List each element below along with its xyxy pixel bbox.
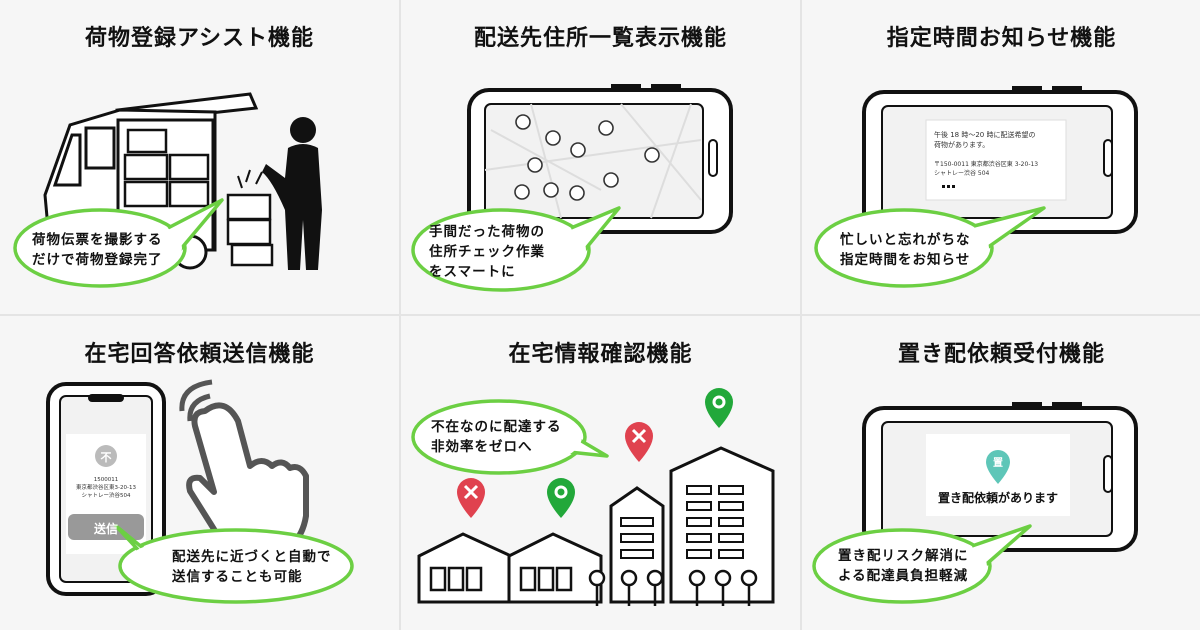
houses-buildings-illustration	[411, 388, 775, 606]
speech-bubble-text: 不在なのに配達する 非効率をゼロへ	[431, 419, 562, 455]
panel-title: 置き配依頼受付機能	[897, 342, 1105, 367]
panel-leave-at-door: 置き配依頼受付機能 置 置き配依頼があります 置き配リスク解消に よる配達員負担…	[802, 316, 1200, 630]
panel-title: 指定時間お知らせ機能	[886, 26, 1117, 51]
speech-bubble-text: 手間だった荷物の 住所チェック作業 をスマートに	[429, 224, 545, 280]
speech-bubble-text: 配送先に近づくと自動で 送信することも可能	[172, 549, 332, 585]
panel-title: 在宅情報確認機能	[508, 342, 693, 367]
send-button[interactable]: 送信	[93, 522, 118, 536]
phone-hand-illustration	[46, 379, 354, 604]
recipient-icon: 不	[100, 451, 112, 464]
delivery-van-illustration	[13, 92, 322, 288]
panel-home-response-request: 在宅回答依頼送信機能 不 1500011 東京都渋谷区東3-20-13 シャトレ…	[0, 316, 399, 630]
panel-package-registration: 荷物登録アシスト機能 荷物伝票を撮影する だけで荷物登録完了	[0, 0, 399, 314]
panel-title: 配送先住所一覧表示機能	[473, 26, 727, 51]
panel-address-list: 配送先住所一覧表示機能 手間だった荷物の 住所チェック作業 をスマートに	[401, 0, 800, 314]
phone-notice-illustration	[812, 402, 1138, 604]
panel-home-status-check: 在宅情報確認機能 不在なのに配達する 非効率をゼロへ	[401, 316, 800, 630]
phone-address-text: 1500011 東京都渋谷区東3-20-13 シャトレー渋谷504	[76, 477, 136, 499]
phone-notification-illustration	[814, 86, 1138, 288]
speech-bubble-text: 忙しいと忘れがちな 指定時間をお知らせ	[840, 232, 971, 268]
speech-bubble-text: 荷物伝票を撮影する だけで荷物登録完了	[32, 232, 163, 268]
notification-text: 午後 18 時～20 時に配送希望の 荷物があります。	[934, 131, 1036, 149]
panel-title: 荷物登録アシスト機能	[84, 26, 315, 51]
notice-text: 置き配依頼があります	[937, 491, 1058, 505]
phone-map-illustration	[411, 84, 733, 292]
panel-title: 在宅回答依頼送信機能	[84, 342, 315, 367]
notification-address: 〒150-0011 東京都渋谷区東 3-20-13 シャトレー渋谷 504	[934, 161, 1039, 177]
speech-bubble-text: 置き配リスク解消に よる配達員負担軽減	[838, 548, 969, 584]
leave-at-door-pin-icon: 置	[993, 458, 1003, 469]
divider	[0, 314, 1200, 316]
panel-time-notification: 指定時間お知らせ機能 午後 18 時～20 時に配送希望の 荷物があります。 〒…	[802, 0, 1200, 314]
